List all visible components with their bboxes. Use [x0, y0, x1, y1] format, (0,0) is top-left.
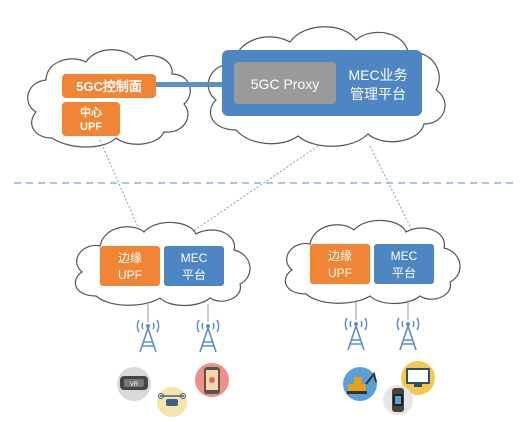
central-upf-label-line1: 中心: [80, 105, 102, 119]
edge-right-upf-box: 边缘 UPF: [310, 244, 370, 284]
edge-right-upf-line1: 边缘: [328, 249, 352, 263]
link-mec-mgmt-to-edge-right: [369, 145, 415, 235]
edge-left-upf-line2: UPF: [118, 268, 142, 282]
antenna-icon: [396, 317, 420, 351]
excavator-icon: [343, 367, 377, 401]
edge-right-upf-line2: UPF: [328, 266, 352, 280]
vr-headset-icon: VR: [117, 367, 151, 401]
link-core-to-edge-left: [99, 139, 143, 237]
central-upf-box: 中心 UPF: [62, 102, 120, 136]
antenna-drop-lines: [147, 300, 409, 322]
antenna-icon: [344, 317, 368, 351]
antenna-icon: [196, 319, 220, 353]
antenna-icon: [136, 319, 160, 353]
smartphone-icon: [195, 363, 229, 397]
mec-mgmt-label-line1: MEC业务: [348, 67, 407, 83]
edge-left-mec-line2: 平台: [182, 267, 206, 282]
edge-right-mec-line2: 平台: [392, 265, 416, 280]
proxy-box: [234, 62, 336, 104]
proxy-label: 5GC Proxy: [251, 76, 319, 92]
drone-icon: [157, 387, 187, 417]
control-to-proxy-link: [156, 82, 234, 87]
edge-left-mec-box: MEC 平台: [164, 246, 224, 286]
central-upf-label-line2: UPF: [80, 121, 102, 133]
link-mec-mgmt-to-edge-left: [185, 145, 319, 237]
vr-label: VR: [130, 382, 139, 388]
smartwatch-icon: [383, 385, 413, 415]
monitor-icon: [401, 361, 435, 395]
control-plane-box: 5GC控制面: [62, 74, 156, 98]
mec-mgmt-platform-box: 5GC Proxy MEC业务 管理平台: [222, 50, 422, 116]
edge-right-mec-box: MEC 平台: [374, 244, 434, 284]
edge-left-upf-line1: 边缘: [118, 251, 142, 265]
control-plane-label: 5GC控制面: [76, 79, 142, 94]
connection-lines: [99, 139, 415, 237]
edge-left-mec-line1: MEC: [181, 251, 208, 265]
edge-left-upf-box: 边缘 UPF: [100, 246, 160, 286]
mec-mgmt-label-line2: 管理平台: [350, 86, 406, 102]
edge-right-mec-line1: MEC: [391, 249, 418, 263]
